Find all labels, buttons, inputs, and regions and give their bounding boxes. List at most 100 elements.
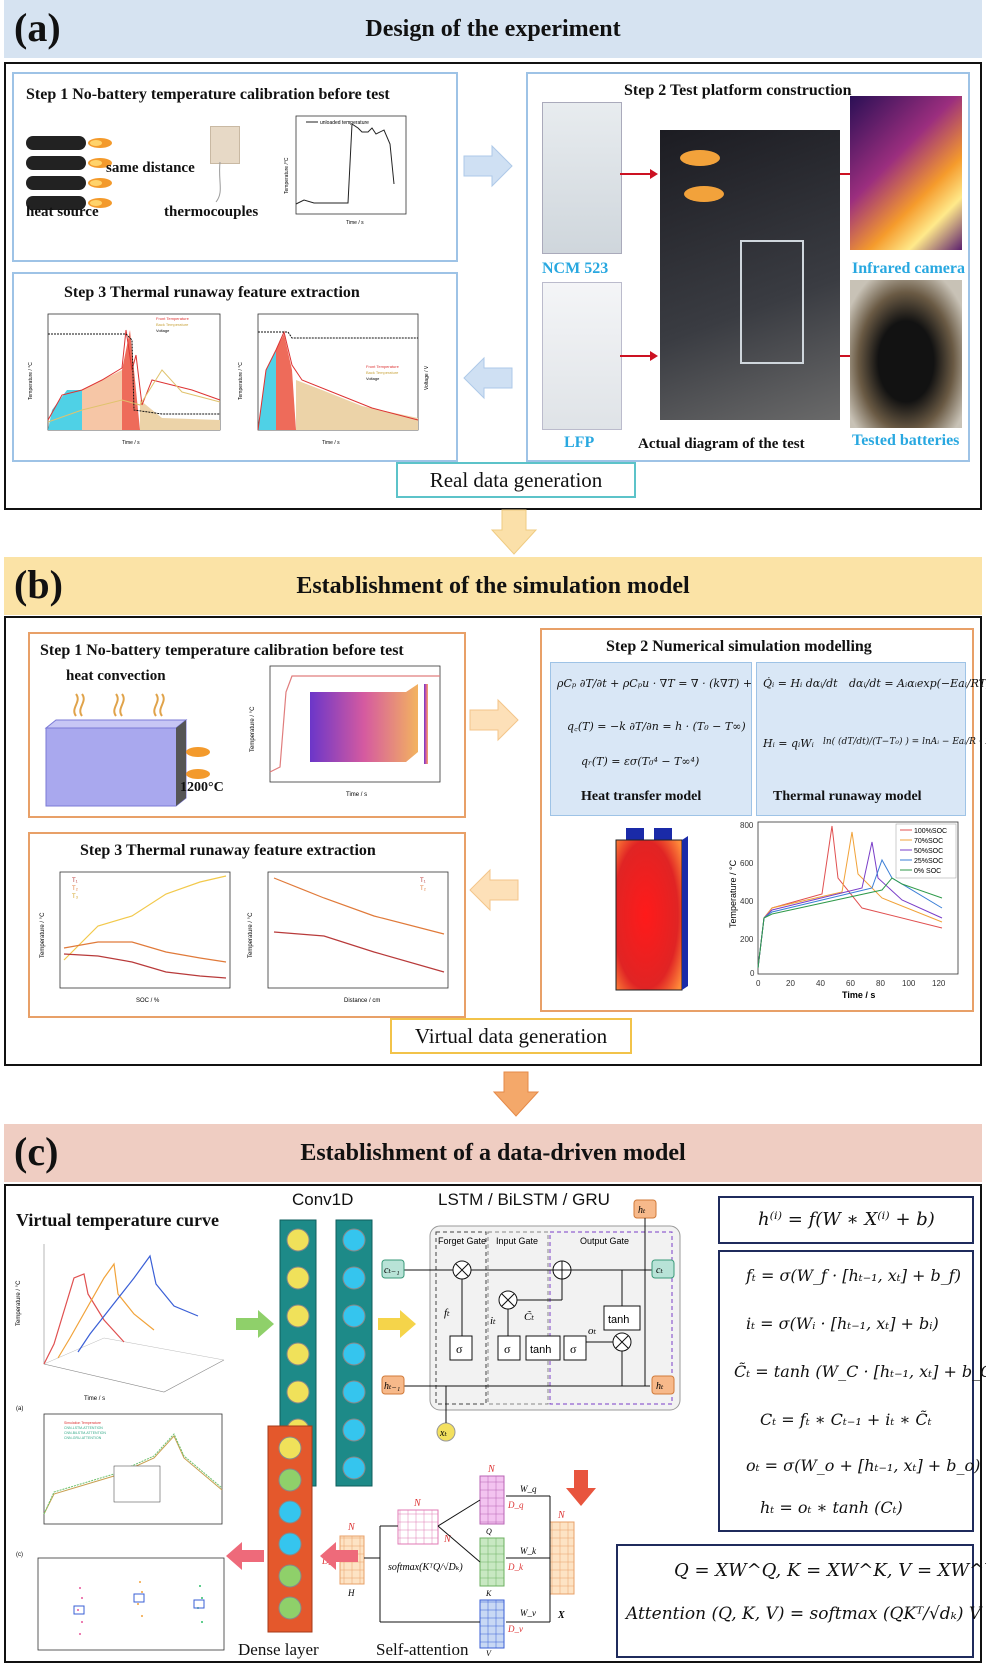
b-step3-title: Step 3 Thermal runaway feature extractio… (80, 842, 376, 859)
n-label-q: N (487, 1464, 496, 1475)
arrow-to-attention (566, 1470, 596, 1506)
a-step3-xlabel-2: Time / s (322, 440, 340, 446)
eq-lstm-box: fₜ = σ(W_f · [hₜ₋₁, xₜ] + b_f) iₜ = σ(Wᵢ… (718, 1250, 986, 1532)
legend-sim: Simulation Temperature (64, 1421, 101, 1425)
b-step1-ylabel: Temperature / °C (250, 706, 256, 752)
a-step2-box: Step 2 Test platform construction NCM 52… (526, 72, 970, 462)
panel-b-frame (4, 616, 982, 1066)
h-label: H (347, 1588, 355, 1598)
svg-text:0: 0 (750, 969, 755, 978)
svg-text:Temperature / °C: Temperature / °C (16, 1280, 22, 1326)
a-step3-box: Step 3 Thermal runaway feature extractio… (12, 272, 458, 462)
self-attention-label: Self-attention (376, 1640, 469, 1659)
svg-text:100: 100 (902, 979, 916, 988)
arrow-to-lstm (378, 1310, 416, 1338)
relative-error-plot: (c) (16, 1552, 225, 1651)
dk-label: D_k (507, 1562, 524, 1572)
b3-legend1-t1: T₁ (72, 878, 78, 884)
b3-xlabel-2: Distance / cm (344, 998, 380, 1004)
unloaded-temp-plot: unloaded temperature Time / s Temperatur… (284, 115, 407, 226)
thermocouple-wire (215, 161, 221, 203)
legend2-front: Front Temperature (366, 364, 400, 369)
eq-conv: h⁽ⁱ⁾ = f(W ∗ X⁽ⁱ⁾ + b) (758, 1209, 935, 1230)
legend-70soc: 70%SOC (914, 838, 943, 845)
heat-source-icon (26, 136, 112, 210)
plot-legend-unloaded: unloaded temperature (320, 120, 369, 126)
ct-box: cₜ (656, 1265, 663, 1276)
wq-label: W_q (520, 1484, 537, 1494)
b3-legend2-t2: T₂ (420, 886, 427, 892)
k-label: K (485, 1589, 492, 1598)
a-step3-ylabel-2: Temperature / °C (238, 362, 244, 400)
arrow-left-b (469, 868, 519, 912)
legend-100soc: 100%SOC (914, 828, 947, 835)
dense-layer-label: Dense layer (238, 1640, 319, 1659)
eq-attention-box: Q = XW^Q, K = XW^K, V = XW^V Attention (… (616, 1544, 986, 1658)
sigma-output: σ (570, 1342, 577, 1356)
b3-legend2-t1: T₁ (420, 878, 426, 884)
output-gate-label: Output Gate (580, 1236, 629, 1246)
thermal-runaway-label: Thermal runaway model (773, 789, 922, 804)
infrared-label: Infrared camera (852, 260, 965, 277)
conv1d-label: Conv1D (292, 1190, 354, 1209)
legend-0soc: 0% SOC (914, 868, 941, 875)
a-step1-title: Step 1 No-battery temperature calibratio… (26, 86, 390, 103)
legend-cnn-gru: CNN-GRU-ATTENTION (64, 1436, 102, 1440)
eq-qkv: Q = XW^Q, K = XW^K, V = XW^V (674, 1560, 986, 1581)
real-data-generation: Real data generation (396, 462, 636, 498)
svg-text:120: 120 (932, 979, 946, 988)
eq-ft: fₜ = σ(W_f · [hₜ₋₁, xₜ] + b_f) (746, 1266, 961, 1285)
svg-text:40: 40 (816, 979, 825, 988)
plot-xlabel-step1a: Time / s (346, 220, 364, 226)
tested-battery-image (850, 280, 962, 428)
svg-text:0: 0 (756, 979, 761, 988)
a-step3-xlabel-1: Time / s (122, 440, 140, 446)
svg-text:600: 600 (740, 859, 754, 868)
a-step3-ylabel-1: Temperature / °C (28, 362, 34, 400)
eq-tr-1: Q̇ᵢ = Hᵢ dαᵢ/dt (763, 677, 838, 690)
wv-label: W_v (520, 1608, 536, 1618)
panel-c-tag: (c) (14, 1129, 59, 1174)
sub-c-label: (c) (16, 1552, 23, 1558)
thermal-runaway-model-box: Q̇ᵢ = Hᵢ dαᵢ/dt dαᵢ/dt = Aᵢαᵢexp(−Eaᵢ/RT… (756, 662, 986, 816)
svg-text:800: 800 (740, 821, 754, 830)
panel-c-title: Establishment of a data-driven model (300, 1140, 686, 1166)
eq-ht: hₜ = oₜ ∗ tanh (Cₜ) (760, 1498, 903, 1517)
lstm-label: LSTM / BiLSTM / GRU (438, 1190, 610, 1209)
ncm-battery-image (542, 102, 622, 254)
panel-a-tag: (a) (14, 5, 61, 50)
arrow-lfp (620, 351, 658, 361)
legend1-front: Front Temperature (156, 316, 190, 321)
legend-cnn-lstm: CNN-LSTM-ATTENTION (64, 1426, 103, 1430)
a-step1-box: Step 1 No-battery temperature calibratio… (12, 72, 458, 262)
panel-a-frame (4, 62, 982, 510)
eq-conv-box: h⁽ⁱ⁾ = f(W ∗ X⁽ⁱ⁾ + b) (718, 1196, 974, 1244)
conv1d-layers (279, 1219, 373, 1487)
b-step1-title: Step 1 No-battery temperature calibratio… (40, 642, 404, 659)
convection-waves-icon (73, 693, 165, 717)
b3-xlabel-1: SOC / % (136, 998, 160, 1004)
legend1-back: Back Temperature (156, 322, 189, 327)
heat-convection-label: heat convection (66, 668, 166, 684)
eq-heat-3: qᵣ(T) = εσ(T₀⁴ − T∞⁴) (581, 755, 700, 768)
b-step2-xlabel: Time / s (842, 990, 875, 1000)
n-label-x: N (557, 1510, 566, 1521)
it-label: iₜ (490, 1315, 496, 1327)
svg-text:400: 400 (740, 897, 754, 906)
tested-label: Tested batteries (852, 432, 960, 449)
legend-25soc: 25%SOC (914, 858, 943, 865)
softmax-label: softmax(KᵀQ/√Dₖ) (388, 1562, 463, 1573)
thermocouples-label: thermocouples (164, 204, 259, 220)
eq-ct: Cₜ = fₜ ∗ Cₜ₋₁ + iₜ ∗ C̃ₜ (760, 1410, 932, 1429)
thermocouple-image (210, 126, 240, 164)
a-step3-plot-2: Front Temperature Back Temperature Volta… (238, 313, 430, 446)
b-step3-box: Step 3 Thermal runaway feature extractio… (28, 832, 466, 1018)
b-step2-ylabel: Temperature / °C (728, 859, 738, 928)
b-step2-title: Step 2 Numerical simulation modelling (606, 638, 872, 655)
eq-ot: oₜ = σ(W_o + [hₜ₋₁, xₜ] + b_o) (746, 1456, 981, 1475)
ft-label: fₜ (444, 1307, 450, 1319)
plot-ylabel-step1a: Temperature /°C (284, 157, 290, 194)
self-attention-diagram: X N N Q K V D_q D_k D_v W_q W_k W_v N N … (321, 1464, 575, 1658)
ctilde-label: C̃ₜ (524, 1310, 534, 1323)
